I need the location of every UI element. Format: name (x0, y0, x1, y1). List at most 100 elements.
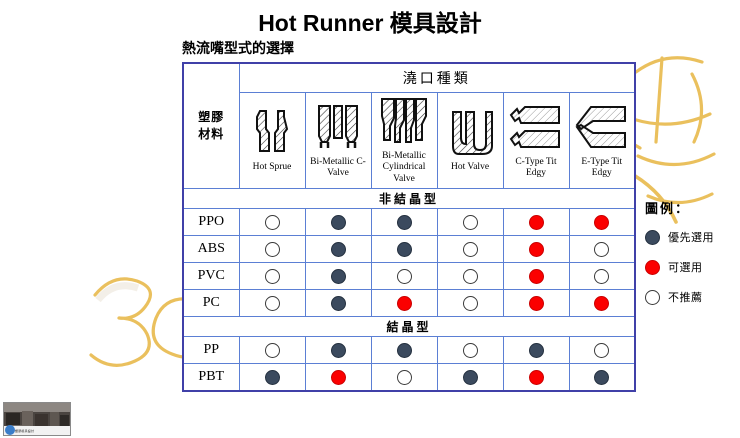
rating-cell (436, 289, 504, 318)
hot-sprue-icon (240, 104, 305, 160)
rating-cell (370, 208, 438, 237)
rating-dot (528, 296, 544, 311)
material-name: PBT (182, 363, 240, 392)
rating-cell (502, 235, 570, 264)
rating-dot (462, 242, 478, 257)
c-type-tit-edgy-icon (504, 99, 569, 155)
rating-cell (238, 336, 306, 365)
rating-dot (594, 269, 610, 284)
rating-cell (502, 208, 570, 237)
gate-label: Hot Valve (450, 162, 490, 173)
corner-thumbnail[interactable]: 塑膠模具設計 (3, 402, 71, 436)
rating-cell (370, 262, 438, 291)
rating-dot (330, 215, 346, 230)
rating-dot (264, 269, 280, 284)
rating-cell (304, 336, 372, 365)
legend-dot-usable (645, 259, 660, 275)
legend-item-preferred: 優先選用 (645, 229, 740, 245)
rating-dot (528, 215, 544, 230)
gate-column-bi-metallic-cylindrical-valve: Bi-Metallic Cylindrical Valve (370, 91, 438, 190)
rating-cell (238, 363, 306, 392)
rating-dot (462, 296, 478, 311)
rating-dot (462, 343, 478, 358)
rating-dot (396, 269, 412, 284)
table-row: PVC (182, 262, 636, 291)
rating-dot (462, 269, 478, 284)
rating-cell (568, 208, 636, 237)
slide-subtitle: 熱流嘴型式的選擇 (182, 41, 294, 57)
legend-label: 可選用 (668, 261, 703, 274)
rating-cell (568, 289, 636, 318)
rating-dot (462, 215, 478, 230)
rating-dot (594, 242, 610, 257)
rating-cell (370, 235, 438, 264)
rating-cell (568, 235, 636, 264)
rating-cell (238, 262, 306, 291)
legend-label: 不推薦 (668, 291, 703, 304)
gate-label: Hot Sprue (252, 162, 292, 173)
rating-dot (330, 370, 346, 385)
thumbnail-caption-bar: 塑膠模具設計 (4, 426, 70, 435)
slide-title: Hot Runner 模具設計 (258, 10, 482, 36)
rating-cell (370, 336, 438, 365)
material-name: PP (182, 336, 240, 365)
rating-dot (264, 215, 280, 230)
gate-label: Bi-Metallic Cylindrical Valve (382, 151, 426, 184)
rating-dot (396, 242, 412, 257)
rating-cell (436, 235, 504, 264)
table-header-gate-row: Hot Sprue Bi (183, 91, 636, 190)
material-header-line2: 材料 (198, 127, 225, 142)
table-header-group-row: 塑膠 材料 澆口種類 (182, 62, 636, 190)
section-header-label: 結晶型 (182, 316, 636, 338)
legend-item-usable: 可選用 (645, 259, 740, 275)
rating-cell (436, 363, 504, 392)
rating-cell (436, 208, 504, 237)
rating-cell (502, 363, 570, 392)
rating-dot (528, 370, 544, 385)
rating-cell (304, 262, 372, 291)
legend-item-not-recommended: 不推薦 (645, 289, 740, 305)
legend: 圖例： 優先選用 可選用 不推薦 (645, 198, 740, 319)
rating-dot (528, 343, 544, 358)
rating-cell (568, 262, 636, 291)
rating-dot (264, 296, 280, 311)
rating-cell (568, 363, 636, 392)
e-type-tit-edgy-icon (570, 99, 635, 155)
gate-selection-matrix: 塑膠 材料 澆口種類 (182, 62, 637, 393)
bi-metallic-cylindrical-valve-icon (372, 93, 437, 149)
rating-dot (264, 242, 280, 257)
gate-label: Bi-Metallic C-Valve (310, 156, 366, 179)
rating-cell (238, 208, 306, 237)
rating-dot (330, 269, 346, 284)
rating-dot (264, 370, 280, 385)
table-row: PP (182, 336, 636, 365)
table-row: PBT (182, 363, 636, 392)
thumbnail-badge-icon (5, 425, 15, 435)
rating-dot (528, 269, 544, 284)
table-row: PPO (182, 208, 636, 237)
rating-dot (330, 296, 346, 311)
material-name: PC (182, 289, 240, 318)
gate-column-bi-metallic-c-valve: Bi-Metallic C-Valve (304, 91, 372, 190)
section-header-label: 非結晶型 (182, 188, 636, 210)
thumbnail-caption-text: 塑膠模具設計 (15, 428, 35, 433)
gate-group-header-cell: 澆口種類 (238, 62, 636, 93)
section-header-amorphous: 非結晶型 (182, 188, 636, 210)
table-row: ABS (182, 235, 636, 264)
material-header-cell: 塑膠 材料 (182, 62, 240, 190)
rating-cell (502, 289, 570, 318)
gate-label: C-Type Tit Edgy (515, 156, 557, 179)
rating-cell (568, 336, 636, 365)
table-row: PC (182, 289, 636, 318)
rating-cell (502, 336, 570, 365)
gate-column-e-type-tit-edgy: E-Type Tit Edgy (568, 91, 636, 190)
gate-column-hot-sprue: Hot Sprue (238, 91, 306, 190)
rating-cell (436, 336, 504, 365)
material-name: PVC (182, 262, 240, 291)
material-name: PPO (182, 208, 240, 237)
rating-cell (304, 289, 372, 318)
material-header-line1: 塑膠 (198, 109, 225, 124)
rating-cell (238, 289, 306, 318)
rating-dot (594, 370, 610, 385)
rating-dot (594, 296, 610, 311)
